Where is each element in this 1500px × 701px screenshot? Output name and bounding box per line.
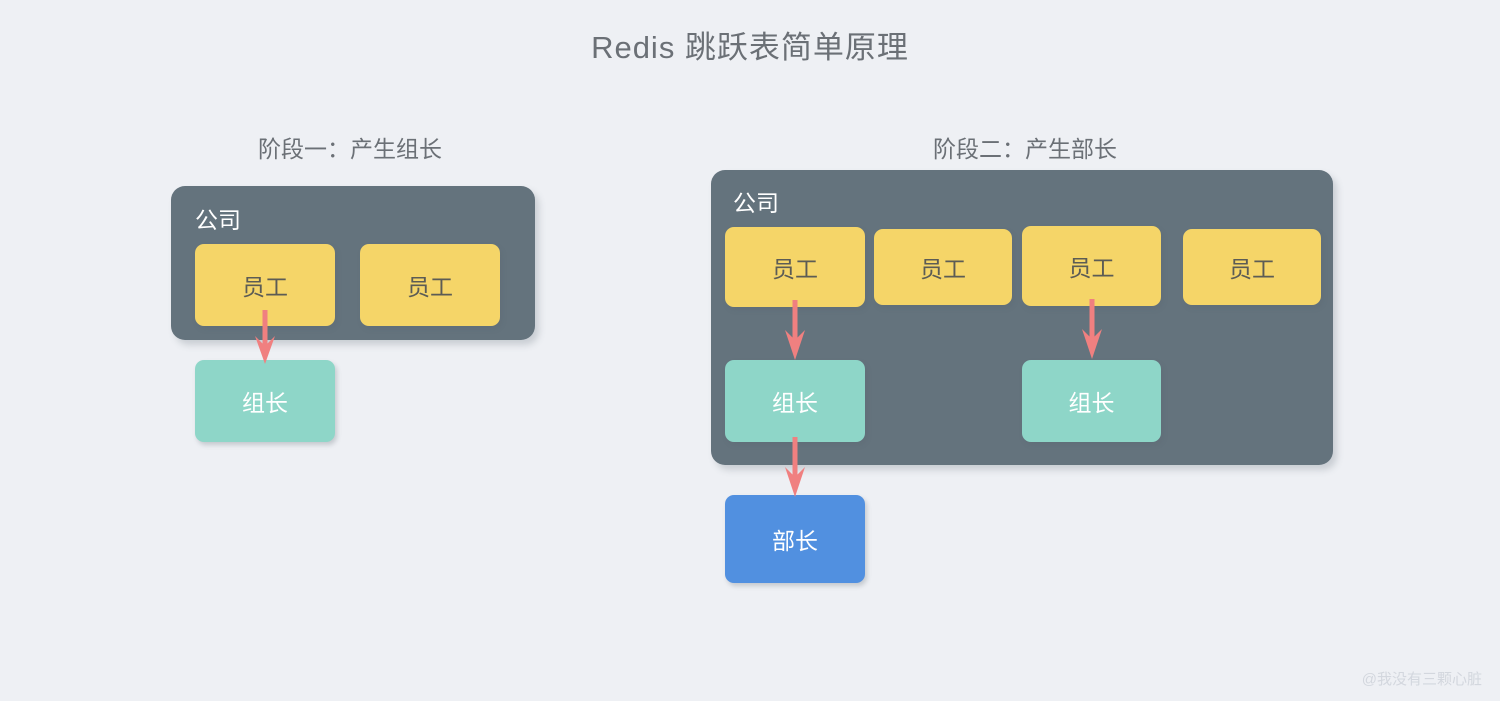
arrow-down-icon-stage1-staff1-to-leader1 — [255, 310, 275, 364]
stage-1-staff-node-2[interactable]: 员工 — [360, 244, 500, 326]
stage-2-manager-node-1[interactable]: 部长 — [725, 495, 865, 583]
stage-2-staff-node-1[interactable]: 员工 — [725, 227, 865, 307]
stage-2-leader-node-1[interactable]: 组长 — [725, 360, 865, 442]
stage-2-staff-node-2[interactable]: 员工 — [874, 229, 1012, 305]
stage-1-leader-node-1[interactable]: 组长 — [195, 360, 335, 442]
stage-2-company-label: 公司 — [733, 190, 779, 216]
stage-2-title: 阶段二：产生部长 — [933, 136, 1117, 162]
stage-2-leader-node-2[interactable]: 组长 — [1022, 360, 1161, 442]
arrow-down-icon-stage2-staff3-to-leader2 — [1082, 299, 1102, 359]
stage-2-staff-node-3[interactable]: 员工 — [1022, 226, 1161, 306]
arrow-down-icon-stage2-staff1-to-leader1 — [785, 300, 805, 360]
watermark: @我没有三颗心脏 — [1361, 671, 1482, 688]
page-title: Redis 跳跃表简单原理 — [591, 30, 909, 65]
stage-2-staff-node-4[interactable]: 员工 — [1183, 229, 1321, 305]
stage-1-title: 阶段一：产生组长 — [258, 136, 442, 162]
arrow-down-icon-stage2-leader1-to-manager1 — [785, 437, 805, 497]
stage-1-company-label: 公司 — [195, 207, 241, 233]
